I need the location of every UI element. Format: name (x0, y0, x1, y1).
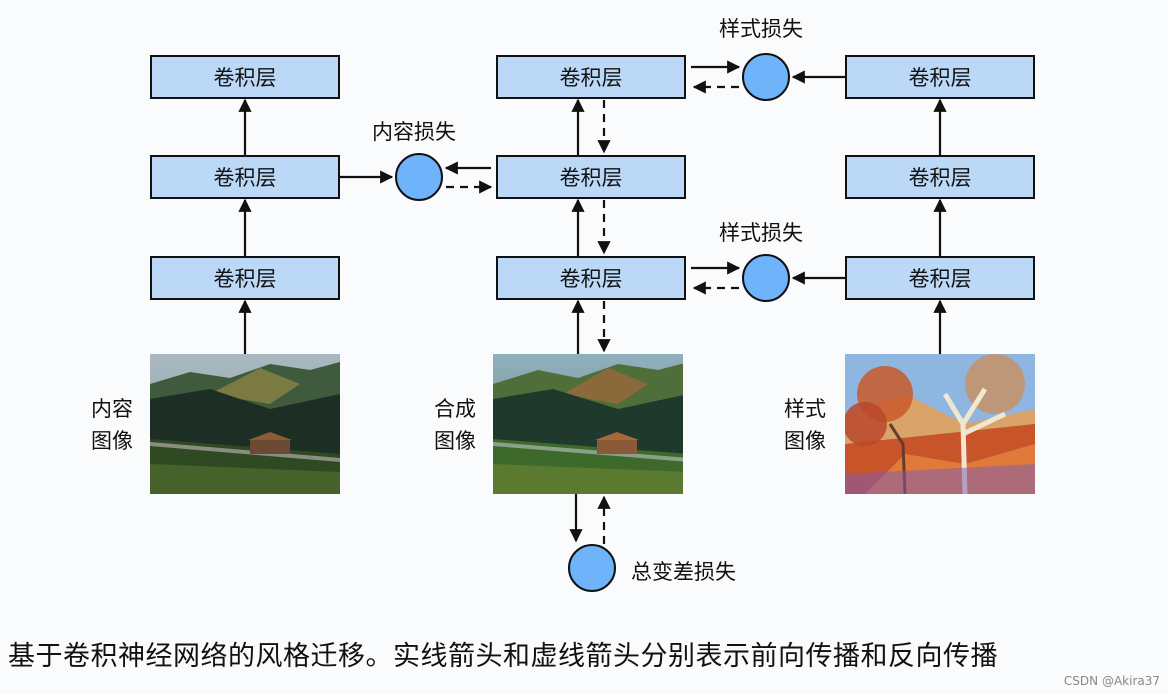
synth-conv-layer-2: 卷积层 (496, 155, 686, 199)
content-image-label-line1: 内容 (91, 397, 133, 421)
style-image (845, 354, 1035, 494)
conv-layer-label: 卷积层 (908, 66, 972, 90)
content-loss-label: 内容损失 (372, 120, 456, 144)
synth-image (493, 354, 683, 494)
conv-layer-label: 卷积层 (559, 66, 623, 90)
conv-layer-label: 卷积层 (213, 166, 277, 190)
style-conv-layer-1: 卷积层 (845, 256, 1035, 300)
tv-loss-node (568, 544, 616, 592)
content-conv-layer-1: 卷积层 (150, 256, 340, 300)
content-loss-node (395, 153, 443, 201)
synth-image-label-line1: 合成 (434, 397, 476, 421)
synth-conv-layer-3: 卷积层 (496, 55, 686, 99)
conv-layer-label: 卷积层 (559, 166, 623, 190)
figure-caption: 基于卷积神经网络的风格迁移。实线箭头和虚线箭头分别表示前向传播和反向传播 (8, 641, 998, 672)
style-loss-node-bottom (742, 254, 790, 302)
content-conv-layer-2: 卷积层 (150, 155, 340, 199)
style-image-label-line1: 样式 (784, 397, 826, 421)
conv-layer-label: 卷积层 (213, 267, 277, 291)
style-conv-layer-3: 卷积层 (845, 55, 1035, 99)
style-image-label-line2: 图像 (784, 429, 826, 453)
tv-loss-label: 总变差损失 (631, 560, 736, 584)
style-loss-label-top: 样式损失 (719, 17, 803, 41)
content-image-label-line2: 图像 (91, 429, 133, 453)
synth-image-label: 合成 图像 (425, 393, 485, 457)
content-conv-layer-3: 卷积层 (150, 55, 340, 99)
style-image-label: 样式 图像 (775, 393, 835, 457)
synth-conv-layer-1: 卷积层 (496, 256, 686, 300)
conv-layer-label: 卷积层 (559, 267, 623, 291)
style-conv-layer-2: 卷积层 (845, 155, 1035, 199)
style-loss-label-bottom: 样式损失 (719, 221, 803, 245)
conv-layer-label: 卷积层 (908, 166, 972, 190)
conv-layer-label: 卷积层 (908, 267, 972, 291)
synth-image-label-line2: 图像 (434, 429, 476, 453)
content-image-label: 内容 图像 (82, 393, 142, 457)
style-loss-node-top (742, 53, 790, 101)
watermark: CSDN @Akira37 (1063, 674, 1160, 688)
content-image (150, 354, 340, 494)
conv-layer-label: 卷积层 (213, 66, 277, 90)
